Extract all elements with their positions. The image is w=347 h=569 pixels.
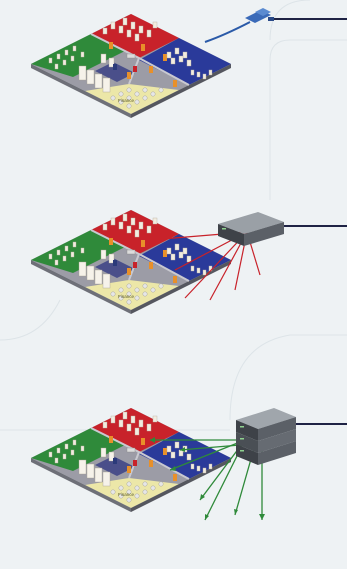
panel-2: Finance [31, 210, 347, 314]
zone-label: Finance [118, 294, 135, 299]
panel-3: Finance [31, 408, 347, 520]
server-stack-icon [236, 408, 296, 465]
zone-label: Finance [118, 98, 135, 103]
rack-server-icon [218, 212, 284, 246]
panel-1: Finance [31, 8, 347, 118]
zone-label: Finance [118, 492, 135, 497]
network-cable-connector-icon [205, 8, 274, 42]
